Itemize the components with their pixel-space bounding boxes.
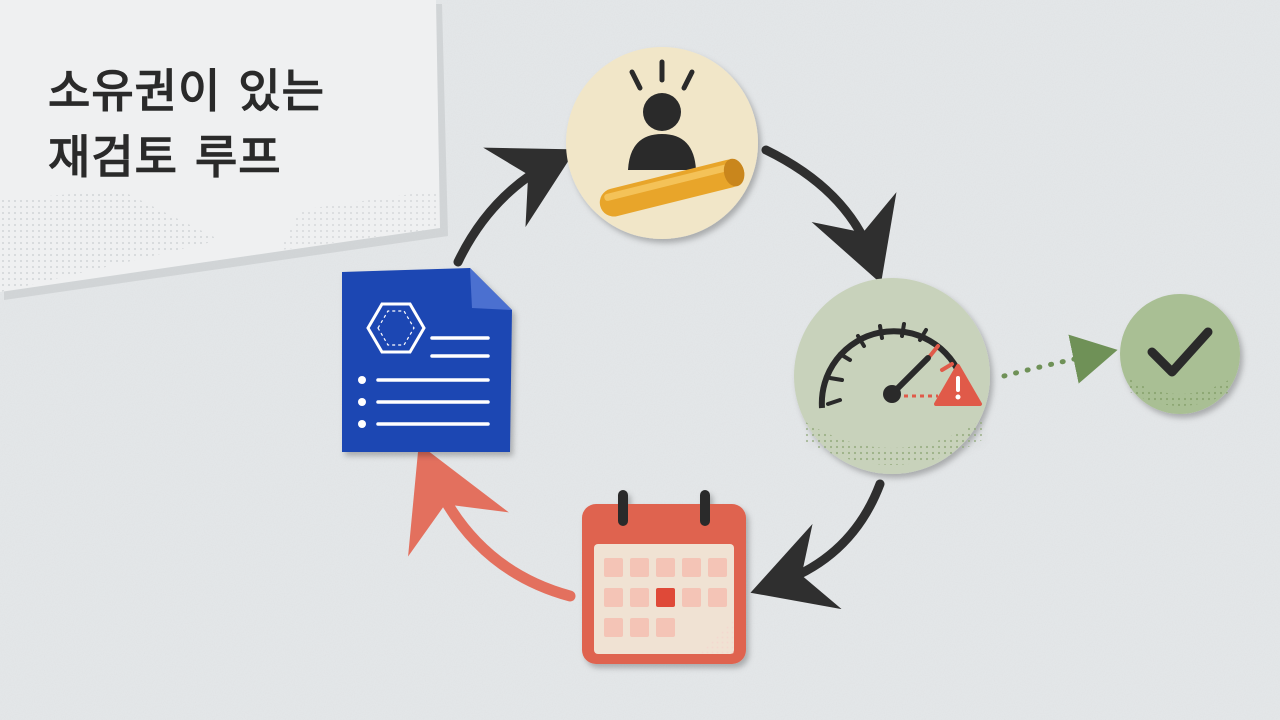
arrow-document-to-owner xyxy=(453,147,576,267)
gauge-warning-icon xyxy=(818,322,982,409)
calendar-icon xyxy=(582,490,746,664)
owner-node xyxy=(566,47,758,239)
arrow-gauge-to-done xyxy=(1001,334,1118,384)
document-icon xyxy=(342,268,512,452)
arrow-calendar-to-document xyxy=(408,443,576,602)
title-line-1: 소유권이 있는 xyxy=(48,64,325,118)
done-node xyxy=(1120,294,1240,414)
title-line-2: 재검토 루프 xyxy=(48,130,282,184)
page-title: 소유권이 있는 재검토 루프 xyxy=(48,58,325,190)
person-with-baton-icon xyxy=(599,59,745,217)
checkmark-icon xyxy=(1147,327,1213,377)
arrow-gauge-to-calendar xyxy=(750,479,885,610)
calendar-node xyxy=(582,490,746,664)
title-card xyxy=(0,0,448,300)
document-node xyxy=(342,268,512,452)
arrow-owner-to-gauge xyxy=(761,145,897,284)
gauge-node xyxy=(794,278,990,474)
